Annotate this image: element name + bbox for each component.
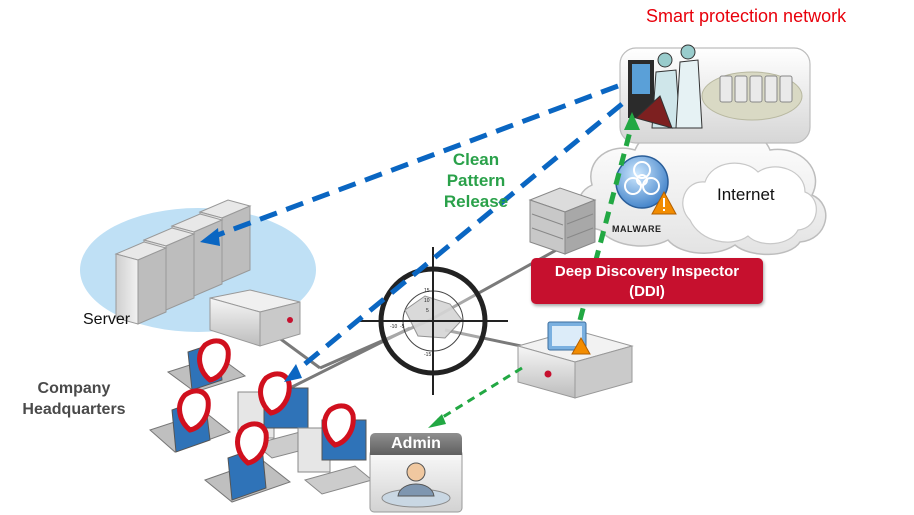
shield-icon — [177, 338, 356, 466]
firewall-icon — [528, 187, 597, 255]
ddi-appliance — [516, 321, 634, 399]
researchers-icon — [628, 44, 703, 129]
folder-icon — [547, 321, 587, 351]
scope-tick-top-1: 15 — [424, 288, 430, 294]
scope-tick-left-1: -5 — [400, 324, 405, 330]
green-down-arrowhead — [428, 414, 446, 428]
green-dashed-arrows — [577, 123, 635, 321]
ddi-callout: Deep Discovery Inspector (DDI) — [531, 258, 763, 304]
network-appliance — [209, 289, 301, 347]
blue-dashed-arrows — [214, 83, 624, 374]
user-icon — [381, 462, 451, 508]
company-hq-label: Company Headquarters — [22, 380, 126, 418]
clean-pattern-label: Clean Pattern Release — [443, 150, 509, 211]
crosshair-icon — [358, 247, 508, 395]
malware-label: MALWARE — [612, 224, 662, 234]
green-small-dashed — [437, 366, 523, 422]
server-rack-icon — [719, 75, 793, 103]
scope-tick-bottom-1: -15 — [424, 352, 431, 358]
internet-cloud — [577, 126, 827, 256]
warning-icon — [651, 190, 677, 215]
scope-tick-top-2: 10 — [424, 298, 430, 304]
admin-card — [369, 449, 463, 513]
internet-label: Internet — [717, 185, 775, 204]
scope-tick-left-2: -10 — [390, 324, 397, 330]
scope-tick-top-3: 5 — [426, 308, 429, 314]
biohazard-icon — [615, 155, 669, 209]
ddi-abbrev: (DDI) — [629, 283, 665, 300]
server-label: Server — [83, 311, 131, 328]
admin-label: Admin — [370, 433, 462, 455]
page-title: Smart protection network — [646, 6, 847, 26]
ddi-warning-icon — [571, 336, 591, 355]
lab-panel — [619, 44, 811, 144]
ddi-name: Deep Discovery Inspector — [554, 263, 740, 280]
scope-tick-labels: 15 10 5 -5 -10 -15 — [390, 288, 431, 358]
green-up-arrowhead — [624, 112, 640, 130]
arrowheads-blue — [200, 228, 302, 382]
